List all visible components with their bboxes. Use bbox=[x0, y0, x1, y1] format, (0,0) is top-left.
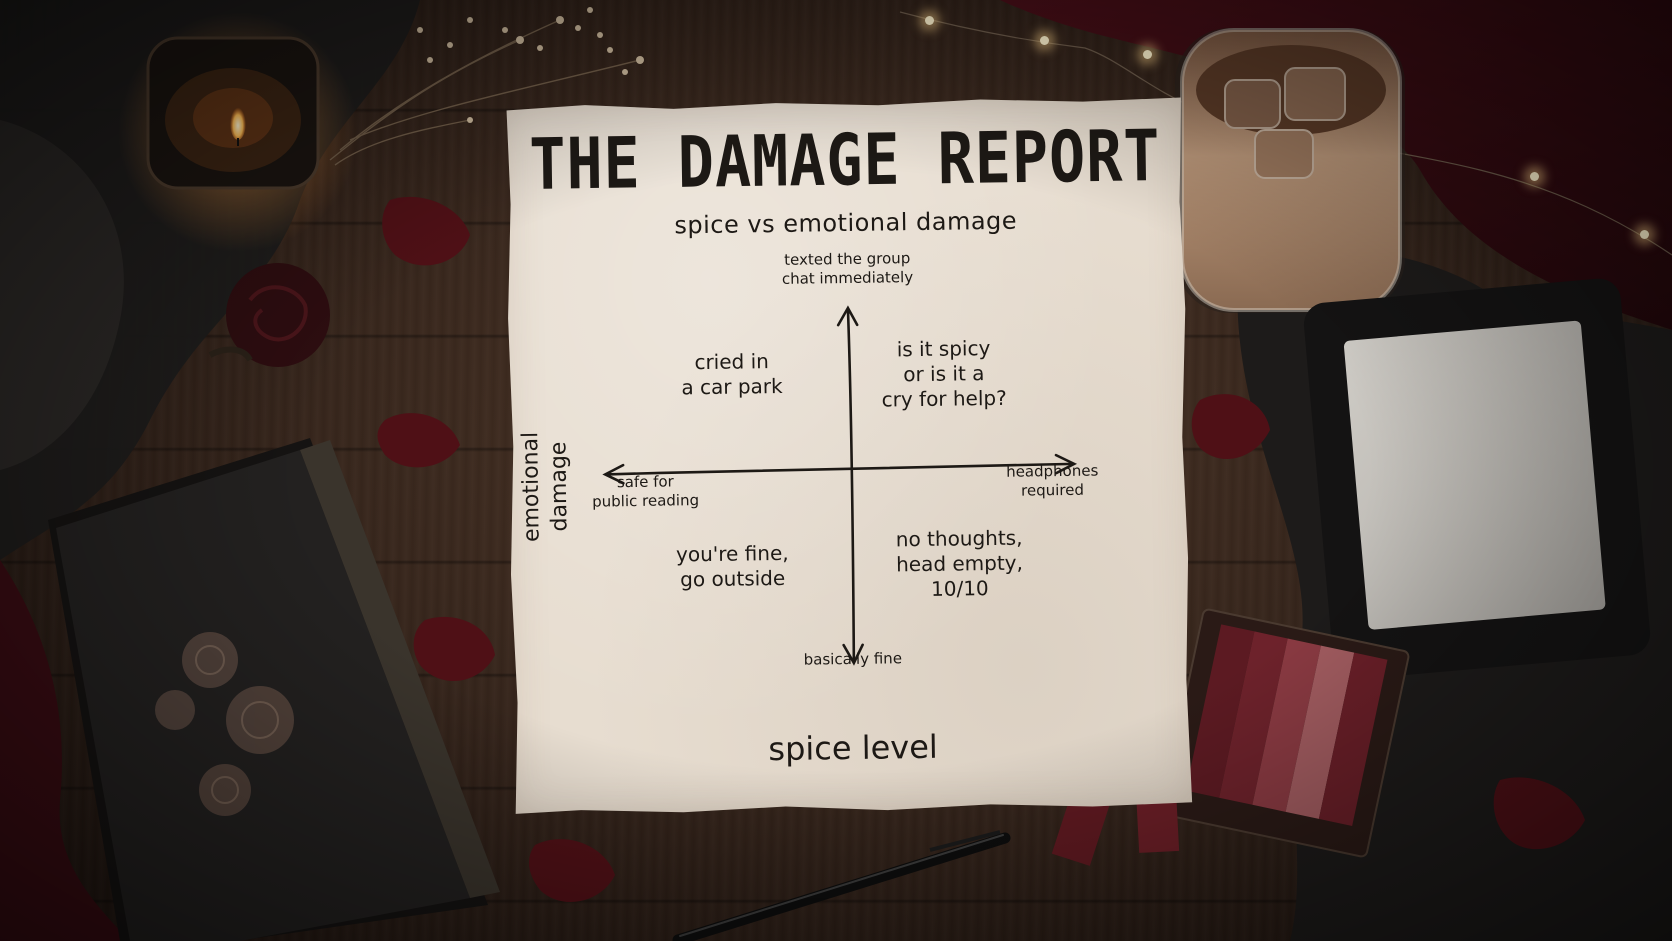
quadrant-top-left: cried in a car park bbox=[681, 349, 783, 400]
iced-coffee-glass bbox=[1175, 28, 1405, 313]
fairy-light-bulb bbox=[925, 16, 934, 25]
e-reader-device bbox=[1303, 278, 1651, 680]
quadrant-bottom-left: you're fine, go outside bbox=[675, 540, 789, 592]
axis-label-bottom: basically fine bbox=[803, 649, 903, 669]
damage-report-paper: THE DAMAGE REPORT spice vs emotional dam… bbox=[503, 95, 1195, 816]
black-pen bbox=[672, 830, 1011, 941]
fairy-light-bulb bbox=[1640, 230, 1649, 239]
quadrant-bottom-right: no thoughts, head empty, 10/10 bbox=[895, 525, 1024, 601]
quadrant-top-right: is it spicy or is it a cry for help? bbox=[881, 336, 1007, 412]
lit-candle-jar bbox=[118, 12, 358, 252]
axis-label-left: safe for public reading bbox=[592, 472, 700, 511]
vertical-axis-line bbox=[848, 310, 855, 660]
page-title: THE DAMAGE REPORT bbox=[528, 115, 1161, 207]
fairy-light-bulb bbox=[1040, 36, 1049, 45]
fairy-light-bulb bbox=[1143, 50, 1152, 59]
fairy-light-bulb bbox=[1530, 172, 1539, 181]
axis-label-right: headphones required bbox=[1006, 461, 1099, 500]
axis-label-top: texted the group chat immediately bbox=[781, 249, 914, 288]
y-axis-label: emotional damage bbox=[518, 431, 573, 543]
dark-floral-hardcover-book bbox=[48, 438, 500, 941]
